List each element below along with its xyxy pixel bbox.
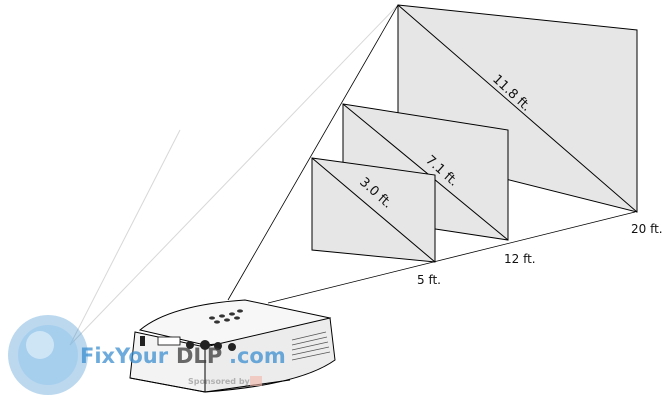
projector-top-buttons	[209, 309, 243, 324]
projector-ports	[140, 336, 236, 351]
watermark-logo: FixYour DLP .com Sponsored by	[8, 315, 286, 395]
sponsor-logo-icon	[250, 376, 262, 386]
projection-cone-lines	[227, 4, 636, 304]
watermark-brand-part3: .com	[229, 344, 286, 368]
projector-vents	[291, 331, 331, 361]
watermark-brand-part2: DLP	[176, 344, 222, 368]
projector-illustration	[129, 299, 336, 393]
distance-label-20ft: 20 ft.	[631, 222, 663, 236]
projection-beams	[69, 4, 399, 346]
distance-label-12ft: 12 ft.	[504, 252, 536, 266]
watermark-brand-part1: FixYour	[80, 344, 169, 368]
watermark-sponsored: Sponsored by	[188, 377, 251, 386]
distance-label-5ft: 5 ft.	[417, 273, 441, 287]
screen-small	[311, 157, 436, 263]
